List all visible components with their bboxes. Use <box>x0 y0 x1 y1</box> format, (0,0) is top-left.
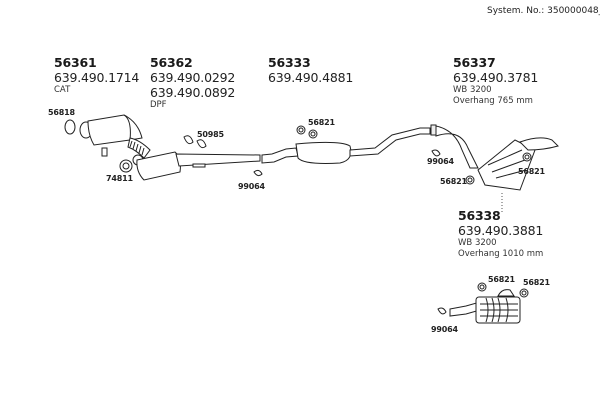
rubber-mount-56821-icon <box>296 125 306 135</box>
callout-99064[interactable]: 99064 <box>431 325 458 334</box>
callout-56818[interactable]: 56818 <box>48 108 75 117</box>
callout-56821[interactable]: 56821 <box>523 278 550 287</box>
part-code: 639.490.4881 <box>268 70 354 85</box>
part-number: 56361 <box>54 55 97 70</box>
rubber-mount-56821-icon <box>465 175 475 185</box>
part-note: WB 3200 <box>453 85 492 95</box>
part-number: 56362 <box>150 55 193 70</box>
intermediate-pipe-icon <box>175 153 261 167</box>
middle-silencer-body-icon <box>295 141 352 164</box>
rear-silencer-56338-drawing[interactable] <box>437 282 529 324</box>
rubber-mount-50985-icon <box>196 139 207 149</box>
part-number: 56337 <box>453 55 496 70</box>
clamp-99064-icon <box>431 149 441 157</box>
rubber-mount-56821-icon <box>308 129 318 139</box>
clamp-99064-icon <box>437 307 447 315</box>
rear-silencer-56337-drawing[interactable] <box>430 124 559 191</box>
middle-silencer-drawing[interactable] <box>261 125 431 164</box>
part-note: DPF <box>150 100 167 110</box>
callout-99064[interactable]: 99064 <box>427 157 454 166</box>
part-note: Overhang 1010 mm <box>458 249 544 259</box>
callout-56821[interactable]: 56821 <box>308 118 335 127</box>
callout-74811[interactable]: 74811 <box>106 174 133 183</box>
rubber-mount-50985-icon <box>183 135 194 145</box>
hanger-icon <box>497 289 515 297</box>
callout-99064[interactable]: 99064 <box>238 182 265 191</box>
callout-50985[interactable]: 50985 <box>197 130 224 139</box>
callout-56821[interactable]: 56821 <box>518 167 545 176</box>
part-code: 639.490.0292 <box>150 70 236 85</box>
part-56362-label[interactable]: 56362 639.490.0292 639.490.0892 DPF <box>150 55 235 111</box>
rear-silencer-body-icon <box>477 139 536 191</box>
dpf-drawing[interactable] <box>132 135 263 181</box>
clamp-99064-icon <box>430 124 437 136</box>
part-code: 639.490.0892 <box>150 85 236 100</box>
system-number: System. No.: 350000048_01 <box>487 6 600 16</box>
part-note: CAT <box>54 85 71 95</box>
callout-56821[interactable]: 56821 <box>440 177 467 186</box>
catalytic-converter-drawing[interactable] <box>64 114 151 173</box>
rubber-mount-56821-icon <box>522 152 532 162</box>
mid-pipe-inlet-icon <box>261 147 299 164</box>
clamp-99064-icon <box>253 169 263 177</box>
rear-pipe-icon <box>349 127 431 157</box>
part-56338-label[interactable]: 56338 639.490.3881 WB 3200 Overhang 1010… <box>458 208 543 260</box>
part-note: WB 3200 <box>458 238 497 248</box>
part-code: 639.490.3781 <box>453 70 539 85</box>
rubber-mount-56821-icon <box>519 288 529 298</box>
part-56361-label[interactable]: 56361 639.490.1714 CAT <box>54 55 139 96</box>
rubber-mount-56821-icon <box>477 282 487 292</box>
part-code: 639.490.1714 <box>54 70 140 85</box>
hanger-bracket-icon <box>192 163 206 168</box>
part-note: Overhang 765 mm <box>453 96 533 106</box>
part-56337-label[interactable]: 56337 639.490.3781 WB 3200 Overhang 765 … <box>453 55 538 107</box>
part-number: 56333 <box>268 55 311 70</box>
part-number: 56338 <box>458 208 501 223</box>
tail-outlet-icon <box>519 137 559 151</box>
bracket-icon <box>101 147 108 157</box>
part-56333-label[interactable]: 56333 639.490.4881 <box>268 55 353 85</box>
callout-56821[interactable]: 56821 <box>488 275 515 284</box>
flex-pipe-icon <box>127 137 151 159</box>
cat-body-icon <box>87 114 131 146</box>
part-code: 639.490.3881 <box>458 223 544 238</box>
tail-pipe-icon <box>435 125 479 169</box>
clamp-56818-icon <box>64 119 76 135</box>
